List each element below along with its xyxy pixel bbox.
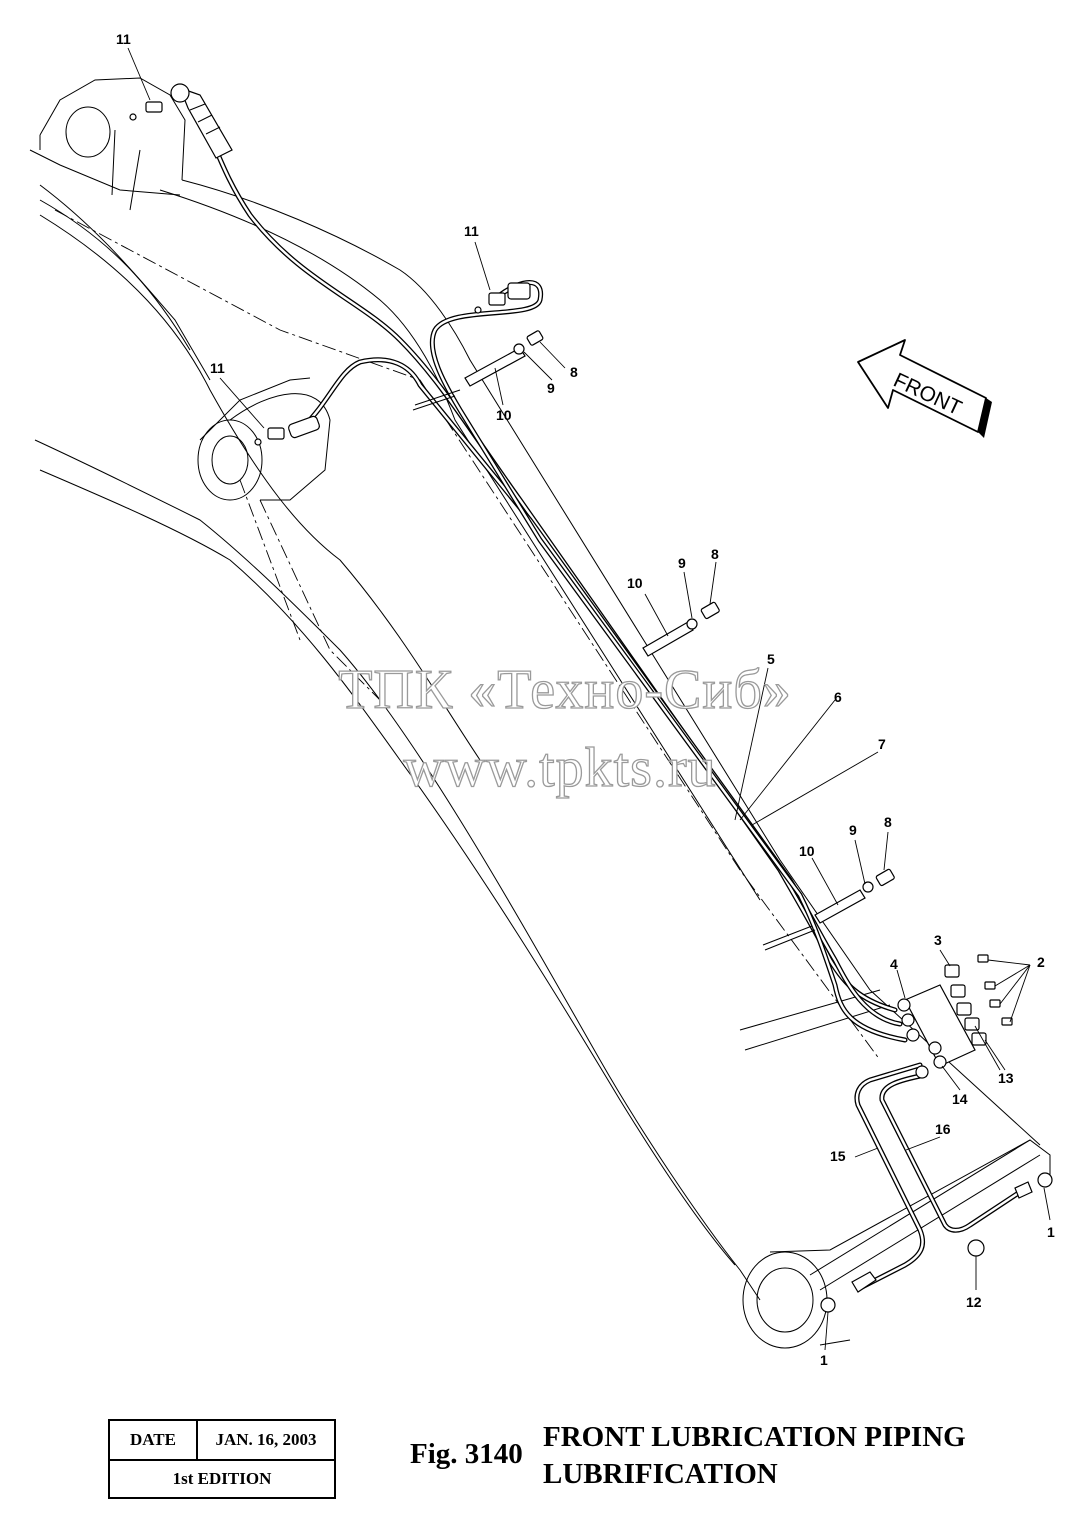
fittings [129,83,1053,1313]
callout-8: 8 [884,814,892,830]
callout-9: 9 [547,380,555,396]
callout-4: 4 [890,956,898,972]
figure-title-line1: FRONT LUBRICATION PIPING [543,1421,966,1453]
date-value: JAN. 16, 2003 [198,1421,334,1461]
leader-lines [127,47,1051,1351]
callout-3: 3 [934,932,942,948]
callout-11: 11 [116,31,131,47]
watermark-company: ТПК «Техно-Сиб» [338,659,792,721]
callout-11: 11 [464,223,479,239]
callout-14: 14 [952,1091,968,1107]
part-callouts: 11 11 11 8 9 10 8 9 10 5 6 7 8 9 10 3 2 … [116,31,1055,1368]
callout-9: 9 [678,555,686,571]
callout-1: 1 [1047,1224,1055,1240]
edition-label: 1st EDITION [172,1469,272,1488]
callout-12: 12 [966,1294,982,1310]
watermark-url: www.tpkts.ru [403,737,716,799]
callout-5: 5 [767,651,775,667]
distributor-block [897,954,1013,1079]
date-label: DATE [110,1421,198,1461]
callout-13: 13 [998,1070,1014,1086]
callout-10: 10 [496,407,512,423]
callout-2: 2 [1037,954,1045,970]
callout-16: 16 [935,1121,951,1137]
callout-15: 15 [830,1148,846,1164]
callout-9: 9 [849,822,857,838]
figure-number: Fig. 3140 [410,1438,523,1470]
clamp-set-upper [464,330,544,387]
title-block: DATE JAN. 16, 2003 1st EDITION [108,1419,336,1499]
callout-10: 10 [799,843,815,859]
watermark: ТПК «Техно-Сиб» www.tpkts.ru [338,658,792,799]
figure-title-line2: LUBRIFICATION [543,1458,778,1490]
callout-10: 10 [627,575,643,591]
front-direction-arrow: FRONT [857,339,992,438]
callout-7: 7 [878,736,886,752]
callout-8: 8 [570,364,578,380]
callout-8: 8 [711,546,719,562]
clamp-set-middle [642,601,720,657]
clamp-set-lower [814,868,895,924]
callout-6: 6 [834,689,842,705]
callout-1: 1 [820,1352,828,1368]
callout-11: 11 [210,360,225,376]
lubrication-pipes [192,102,1023,1291]
